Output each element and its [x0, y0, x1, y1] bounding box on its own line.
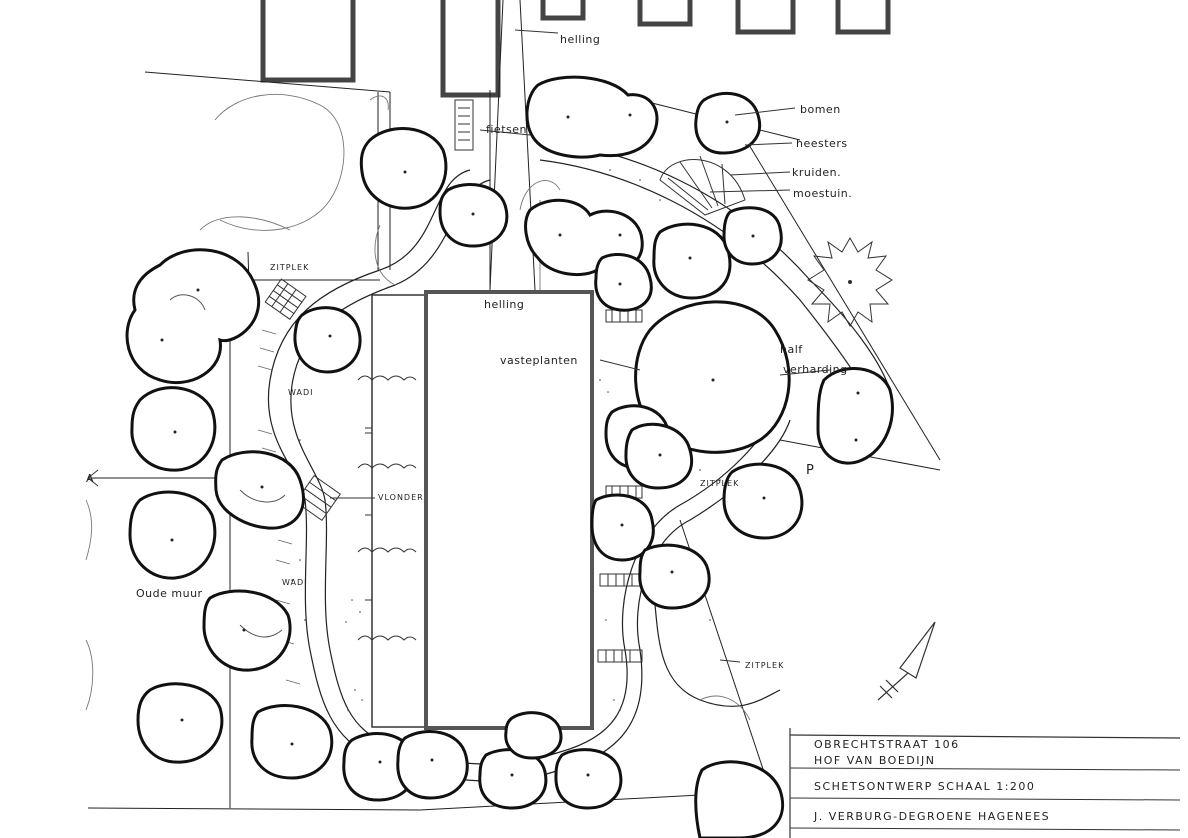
label-zitplek-nw: ZITPLEK: [270, 263, 309, 272]
title-design: SCHETSONTWERP SCHAAL 1:200: [814, 780, 1035, 793]
title-author: J. VERBURG-DEGROENE HAGENEES: [813, 810, 1050, 823]
tree: [396, 730, 469, 800]
tree: [342, 732, 417, 802]
tree: [359, 127, 448, 210]
label-helling-top: helling: [560, 33, 600, 46]
label-kruiden: kruiden.: [792, 166, 841, 179]
tree: [722, 462, 804, 540]
label-zitplek-e: ZITPLEK: [700, 479, 739, 488]
label-half: half: [780, 343, 803, 356]
label-oude-muur: Oude muur: [136, 587, 203, 600]
tree: [214, 450, 305, 530]
tree: [624, 422, 693, 490]
tree: [554, 748, 623, 810]
tree: [136, 682, 224, 764]
tree: [438, 183, 509, 248]
label-vlonder: VLONDER: [378, 493, 424, 502]
wadi-hatching: [257, 329, 301, 685]
tree: [816, 367, 894, 465]
label-heesters: heesters: [796, 137, 848, 150]
tree: [125, 248, 261, 385]
label-zitplek-se: ZITPLEK: [745, 661, 784, 670]
label-parking: P: [806, 463, 814, 478]
trees: [125, 75, 894, 838]
tree: [722, 206, 783, 266]
tree: [694, 91, 761, 155]
tree: [128, 490, 217, 580]
tree: [594, 253, 653, 312]
label-vasteplanten: vasteplanten: [500, 354, 578, 367]
tree: [525, 75, 659, 159]
label-helling-mid: helling: [484, 298, 524, 311]
tree: [250, 704, 334, 780]
tree: [202, 589, 292, 672]
building-blocks: [260, 0, 891, 98]
tree: [694, 760, 785, 838]
label-verharding: verharding: [783, 363, 848, 376]
tree: [504, 711, 563, 760]
hatched-structures: [264, 99, 746, 663]
perennial-markers: [357, 375, 417, 641]
label-wadi-top: WADI: [288, 388, 313, 397]
label-bomen: bomen: [800, 103, 841, 116]
label-fietsen: fietsen: [486, 123, 527, 136]
north-arrow-icon: [877, 621, 936, 701]
central-field: [371, 290, 594, 730]
label-section-a: A: [86, 472, 94, 485]
conifer-tree: [807, 236, 893, 328]
label-wadi-bottom: WADI: [282, 578, 307, 587]
tree: [293, 306, 362, 374]
map-labels: helling bomen heesters kruiden. moestuin…: [86, 33, 852, 670]
title-block: OBRECHTSTRAAT 106 HOF VAN BOEDIJN SCHETS…: [789, 728, 1181, 838]
tree: [130, 386, 217, 472]
leader-lines: [87, 29, 831, 663]
tree: [652, 222, 732, 300]
title-address: OBRECHTSTRAAT 106: [814, 738, 960, 751]
tree: [638, 543, 711, 610]
label-moestuin: moestuin.: [793, 187, 852, 200]
title-name: HOF VAN BOEDIJN: [814, 754, 935, 767]
tree: [590, 493, 655, 562]
